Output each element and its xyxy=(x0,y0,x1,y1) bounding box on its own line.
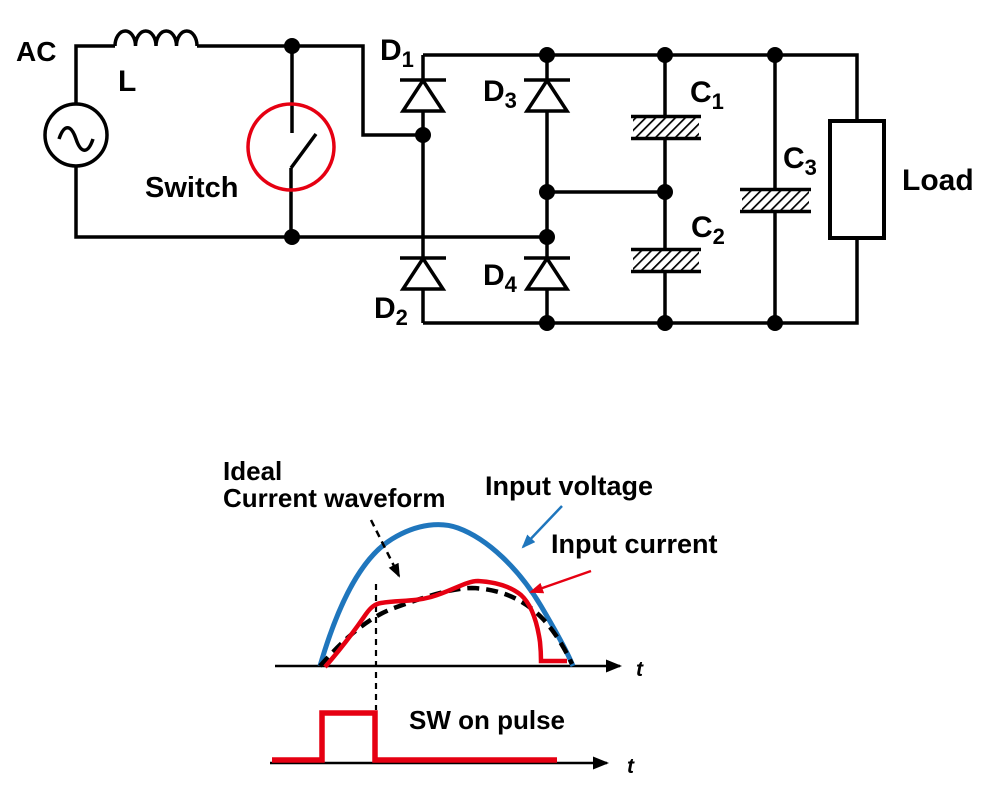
voltage-annotation-arrow xyxy=(521,505,563,549)
diode-d4-label: D4 xyxy=(483,259,518,297)
junction-dot xyxy=(539,47,555,63)
diode-d2 xyxy=(399,255,447,291)
diode-d2-triangle xyxy=(399,255,447,291)
junction-dot xyxy=(767,47,783,63)
diode-d4-triangle xyxy=(523,255,571,291)
capacitor-c3-body xyxy=(742,188,809,213)
input-voltage-curve xyxy=(317,522,576,667)
switch-blade xyxy=(289,132,318,170)
ideal-current-label-line2: Current waveform xyxy=(223,483,446,513)
junction-dot xyxy=(415,127,431,143)
diode-d3 xyxy=(523,77,571,113)
circuit-diagram xyxy=(43,29,886,331)
input-current-curve xyxy=(323,578,567,669)
input-current-label: Input current xyxy=(551,529,718,559)
capacitor-c3-label: C3 xyxy=(783,142,817,180)
load-label: Load xyxy=(902,164,974,197)
junction-dot xyxy=(767,315,783,331)
time-axis-1-label: t xyxy=(636,658,644,681)
sine-symbol xyxy=(57,126,95,152)
diode-d3-label: D3 xyxy=(483,75,517,113)
diode-d1-triangle xyxy=(399,77,447,113)
junction-dot xyxy=(284,38,300,54)
ideal-annotation-arrow xyxy=(369,519,401,578)
capacitor-c1 xyxy=(631,114,701,141)
ac-source xyxy=(43,102,109,168)
current-annotation-arrow xyxy=(529,569,592,594)
junction-dot xyxy=(539,229,555,245)
switch-label: Switch xyxy=(145,172,238,204)
junction-dot xyxy=(284,229,300,245)
diode-d3-triangle xyxy=(523,77,571,113)
wire-bottom-rail xyxy=(423,238,859,325)
diode-d4 xyxy=(523,255,571,291)
inductor-label: L xyxy=(118,65,136,98)
ideal-current-label-line1: Ideal xyxy=(223,456,282,486)
input-voltage-label: Input voltage xyxy=(485,471,653,501)
sw-pulse-trace xyxy=(272,710,557,763)
ideal-current-curve xyxy=(318,585,575,668)
capacitor-c2 xyxy=(631,247,701,274)
wire-ac-top xyxy=(74,44,115,104)
capacitor-c2-body xyxy=(633,248,699,273)
junction-dot xyxy=(539,184,555,200)
waveform-plot xyxy=(270,505,622,770)
junction-dot xyxy=(657,184,673,200)
capacitor-c2-label: C2 xyxy=(691,211,725,249)
wire-ac-bottom xyxy=(74,166,547,239)
capacitor-c1-label: C1 xyxy=(690,76,724,114)
diode-d1 xyxy=(399,77,447,113)
junction-dot xyxy=(657,315,673,331)
ac-label: AC xyxy=(16,36,56,67)
diode-d1-label: D1 xyxy=(380,34,414,72)
junction-dot xyxy=(657,47,673,63)
switch-circle xyxy=(246,102,336,192)
time-axis-2-label: t xyxy=(627,755,635,778)
switch xyxy=(246,46,336,237)
wire-top-rail-left xyxy=(197,44,423,137)
inductor-coil xyxy=(113,29,199,47)
capacitor-c3 xyxy=(740,187,811,214)
sw-on-pulse-label: SW on pulse xyxy=(409,705,565,735)
waveform-labels: Ideal Current waveform Input voltage Inp… xyxy=(223,456,718,778)
load-resistor xyxy=(828,119,886,240)
junction-dot xyxy=(539,315,555,331)
junction-dots xyxy=(284,38,783,331)
diode-d2-label: D2 xyxy=(374,292,408,330)
circuit-labels: AC L Switch D1 D3 D4 D2 C1 C2 C3 Load xyxy=(16,34,974,330)
capacitor-c1-body xyxy=(633,115,699,140)
wire-top-rail-right xyxy=(423,53,859,121)
